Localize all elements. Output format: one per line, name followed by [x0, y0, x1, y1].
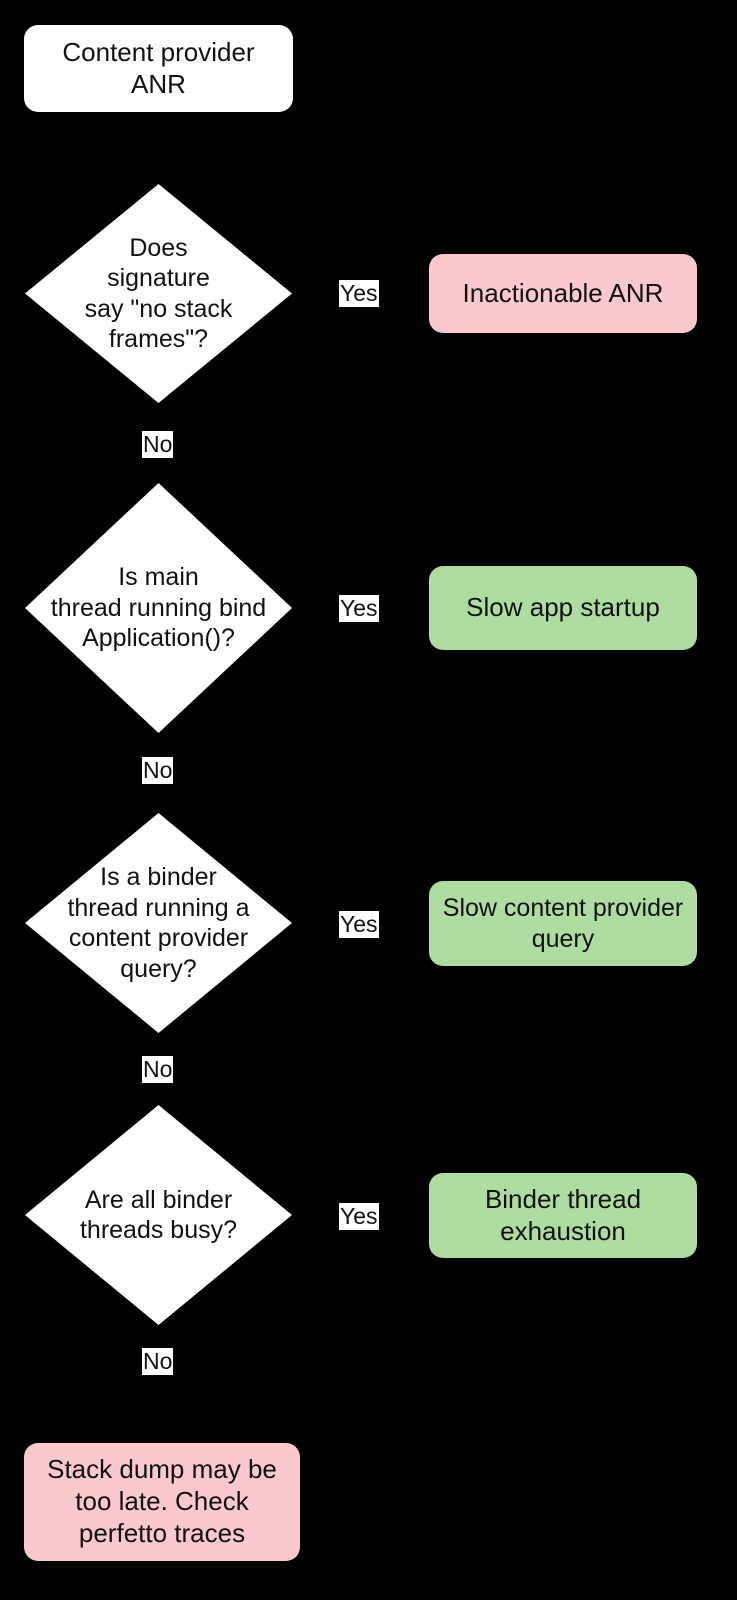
edge-label-no-2: No: [142, 757, 174, 785]
node-stack-dump-too-late-label: Stack dump may be too late. Check perfet…: [47, 1454, 277, 1548]
node-content-provider-anr-label: Content provider ANR: [62, 36, 255, 99]
edge-label-no-4: No: [142, 1348, 174, 1376]
decision-all-binder-threads-busy[interactable]: Are all binder threads busy?: [25, 1105, 292, 1325]
node-slow-content-provider-query[interactable]: Slow content provider query: [429, 881, 697, 966]
node-binder-thread-exhaustion-label: Binder thread exhaustion: [484, 1183, 642, 1246]
node-stack-dump-too-late[interactable]: Stack dump may be too late. Check perfet…: [24, 1443, 300, 1561]
decision-all-binder-threads-busy-label: Are all binder threads busy?: [79, 1185, 238, 1245]
edge-label-no-3: No: [142, 1056, 174, 1084]
decision-binder-thread-query-label: Is a binder thread running a content pro…: [67, 863, 250, 983]
node-slow-app-startup-label: Slow app startup: [466, 592, 660, 623]
decision-binder-thread-query[interactable]: Is a binder thread running a content pro…: [25, 813, 292, 1033]
decision-bind-application-label: Is main thread running bind Application(…: [50, 563, 267, 653]
edge-label-yes-2: Yes: [339, 595, 379, 623]
edge-label-yes-4: Yes: [339, 1203, 379, 1231]
edge-decision4-to-outcome5: [157, 1325, 159, 1443]
edge-label-yes-3: Yes: [339, 911, 379, 939]
decision-no-stack-frames[interactable]: Does signature say "no stack frames"?: [25, 184, 292, 403]
node-content-provider-anr[interactable]: Content provider ANR: [24, 25, 293, 112]
edge-label-no-1: No: [142, 431, 174, 459]
edge-start-to-decision1: [157, 112, 159, 184]
node-inactionable-anr[interactable]: Inactionable ANR: [429, 254, 697, 333]
node-inactionable-anr-label: Inactionable ANR: [462, 277, 664, 308]
node-binder-thread-exhaustion[interactable]: Binder thread exhaustion: [429, 1173, 697, 1258]
edge-label-yes-1: Yes: [339, 280, 379, 308]
decision-bind-application[interactable]: Is main thread running bind Application(…: [25, 483, 292, 733]
node-slow-app-startup[interactable]: Slow app startup: [429, 566, 697, 650]
decision-no-stack-frames-label: Does signature say "no stack frames"?: [84, 233, 233, 354]
node-slow-content-provider-query-label: Slow content provider query: [442, 894, 684, 953]
